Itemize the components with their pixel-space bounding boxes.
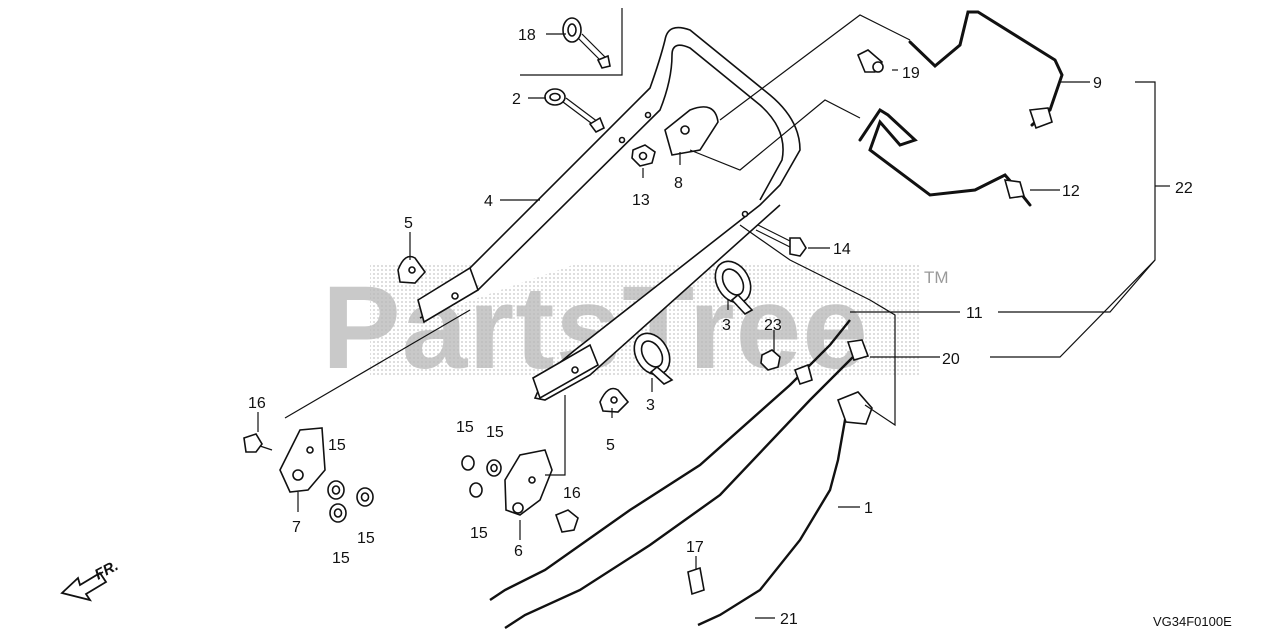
- callout-4: 4: [484, 193, 493, 210]
- bolt-16-left: [243, 433, 273, 453]
- callout-5-upper: 5: [404, 215, 413, 232]
- nut-15-d: [461, 455, 475, 471]
- callout-5-lower: 5: [606, 437, 615, 454]
- watermark-text: PartsTree: [322, 262, 869, 394]
- watermark: PartsTree TM: [322, 262, 949, 394]
- callout-15-c: 15: [357, 530, 375, 547]
- callout-20: 20: [942, 351, 960, 368]
- callout-23: 23: [764, 317, 782, 334]
- callout-16-left: 16: [248, 395, 266, 412]
- nuts-15: [327, 455, 502, 523]
- callout-11: 11: [966, 305, 983, 322]
- nut-15-a: [327, 480, 345, 500]
- bolt-14: [755, 224, 807, 257]
- callout-15-f: 15: [470, 525, 488, 542]
- callout-15-a: 15: [328, 437, 346, 454]
- callout-16-right: 16: [563, 485, 581, 502]
- callouts: 18 2 4 5 13 8 9 19 12 22 14 3 23 11 20 3…: [248, 27, 1193, 628]
- callout-21: 21: [780, 611, 798, 628]
- callout-22: 22: [1175, 180, 1193, 197]
- callout-2: 2: [512, 91, 521, 108]
- front-direction-arrow: FR.: [60, 557, 121, 602]
- lower-bracket-6: [504, 449, 553, 516]
- callout-9: 9: [1093, 75, 1102, 92]
- nut-23: [760, 349, 781, 371]
- callout-1: 1: [864, 500, 873, 517]
- nut-15-c: [356, 487, 374, 507]
- bolt-16-right: [554, 509, 579, 533]
- diagram-code: VG34F0100E: [1153, 614, 1232, 629]
- lower-bracket-7: [279, 427, 326, 493]
- callout-14: 14: [833, 241, 851, 258]
- cables: [489, 319, 873, 630]
- eye-bolt-18: [562, 17, 611, 69]
- control-lever-9: [908, 10, 1064, 130]
- arrow-icon: [60, 571, 108, 602]
- callout-15-b: 15: [332, 550, 350, 567]
- callout-12: 12: [1062, 183, 1080, 200]
- callout-6: 6: [514, 543, 523, 560]
- callout-17: 17: [686, 539, 704, 556]
- callout-8: 8: [674, 175, 683, 192]
- watermark-trademark: TM: [924, 268, 949, 287]
- bolt-19: [856, 49, 884, 73]
- cable-clip-lower: [599, 387, 630, 413]
- callout-18: 18: [518, 27, 536, 44]
- control-lever-12: [858, 107, 1032, 207]
- handle-bracket: [664, 106, 719, 156]
- callout-19: 19: [902, 65, 920, 82]
- cable-guide-upper: [714, 260, 754, 316]
- callout-15-d: 15: [456, 419, 474, 436]
- nut-15-b: [329, 503, 347, 523]
- callout-13: 13: [632, 192, 650, 209]
- cable-guide-lower: [633, 332, 674, 385]
- nut-15-f: [469, 482, 483, 498]
- callout-3-upper: 3: [722, 317, 731, 334]
- nut-13: [631, 144, 656, 167]
- callout-7: 7: [292, 519, 301, 536]
- callout-15-e: 15: [486, 424, 504, 441]
- nut-15-e: [486, 459, 502, 477]
- callout-3-lower: 3: [646, 397, 655, 414]
- eye-bolt-2: [544, 88, 606, 134]
- leader-lines: [257, 8, 1170, 619]
